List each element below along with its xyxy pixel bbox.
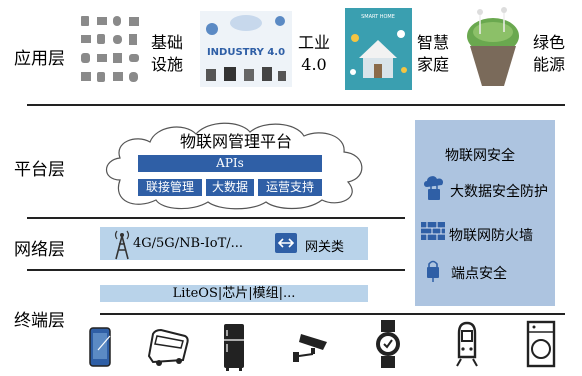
app-item-industry-line1: 工业 — [297, 33, 330, 52]
green-energy-image — [467, 7, 519, 86]
separator-network-terminal — [27, 269, 405, 271]
module-connection-management: 联接管理 — [138, 179, 202, 196]
app-item-industry-line2: 4.0 — [301, 55, 327, 74]
cloud-lock-icon — [424, 176, 444, 200]
network-gateway-label: 网关类 — [305, 240, 345, 255]
separator-app-platform — [27, 104, 565, 106]
app-item-infrastructure-line1: 基础 — [151, 33, 184, 52]
layer-label-application: 应用层 — [14, 49, 65, 69]
separator-platform-network — [27, 217, 405, 219]
security-item-firewall: 物联网防火墙 — [449, 228, 533, 244]
app-item-industry: 工业 4.0 — [297, 32, 331, 76]
fridge-icon — [224, 324, 244, 371]
bus-icon — [147, 328, 189, 366]
network-cellular-label: 4G/5G/NB-IoT/... — [133, 236, 244, 251]
smart-home-image: SMART HOME — [345, 8, 412, 90]
app-item-smart-home: 智慧 家庭 — [417, 32, 449, 76]
app-item-smart-home-line2: 家庭 — [417, 55, 450, 74]
app-item-infrastructure: 基础 设施 — [151, 32, 183, 76]
security-item-endpoint: 端点安全 — [451, 266, 507, 282]
apis-bar: APIs — [138, 155, 322, 172]
app-item-infrastructure-line2: 设施 — [151, 55, 184, 74]
camera-icon — [293, 334, 327, 362]
app-item-smart-home-line1: 智慧 — [417, 33, 450, 52]
app-item-green-energy: 绿色 能源 — [533, 32, 565, 76]
train-icon — [456, 321, 478, 367]
module-big-data: 大数据 — [206, 179, 254, 196]
app-item-green-energy-line2: 能源 — [533, 55, 566, 74]
layer-label-terminal: 终端层 — [14, 311, 65, 331]
platform-title: 物联网管理平台 — [179, 132, 292, 151]
infrastructure-icons-image — [81, 16, 139, 82]
washer-icon — [526, 320, 556, 368]
endpoint-lock-icon — [427, 260, 439, 282]
industry-image: INDUSTRY 4.0 — [200, 11, 292, 87]
terminal-os-bar: LiteOS|芯片|模组|... — [100, 285, 368, 302]
separator-terminal — [100, 313, 565, 315]
module-operations-support: 运营支持 — [258, 179, 322, 196]
smart-home-image-label: SMART HOME — [361, 14, 395, 20]
industry-image-label: INDUSTRY 4.0 — [207, 47, 285, 58]
security-item-big-data: 大数据安全防护 — [450, 184, 548, 200]
gateway-icon — [275, 233, 297, 253]
watch-icon — [376, 320, 400, 368]
network-bar — [100, 227, 368, 260]
app-item-green-energy-line1: 绿色 — [533, 33, 566, 52]
security-title: 物联网安全 — [445, 148, 515, 164]
layer-label-platform: 平台层 — [14, 160, 65, 180]
phone-icon — [89, 327, 111, 367]
layer-label-network: 网络层 — [14, 240, 65, 260]
cell-tower-icon — [114, 230, 130, 260]
firewall-icon — [421, 222, 445, 240]
